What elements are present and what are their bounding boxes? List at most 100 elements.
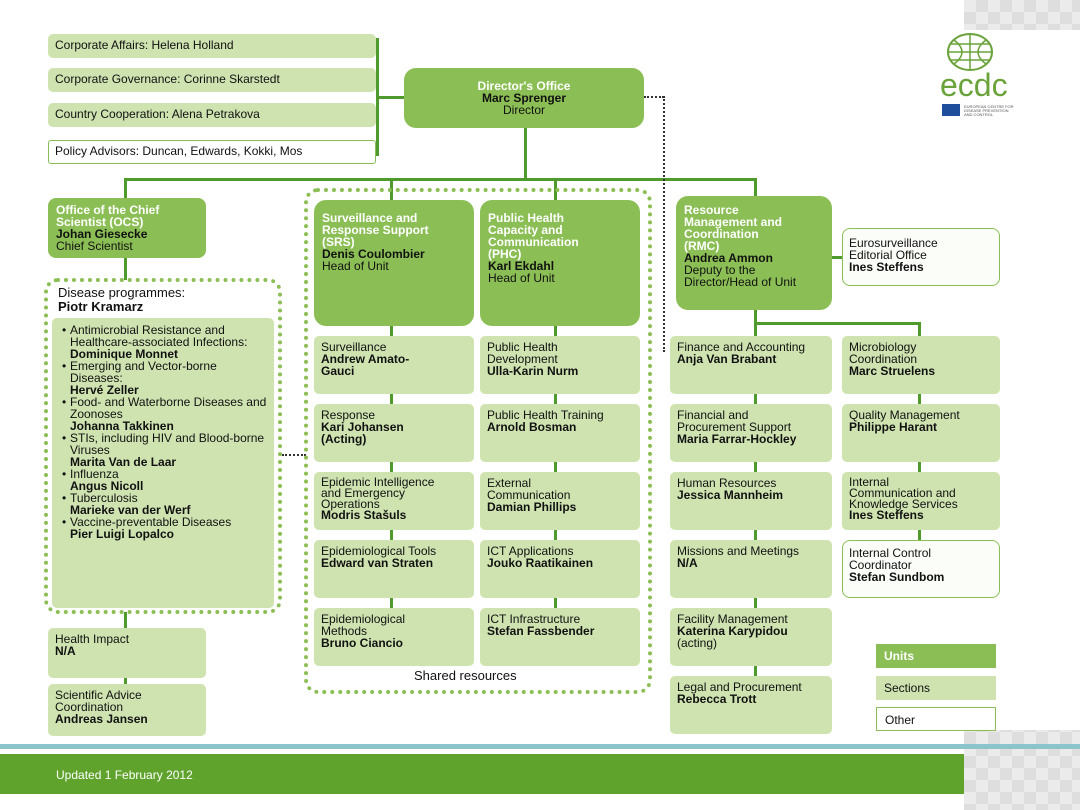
connector bbox=[124, 178, 756, 181]
section-head: Rebecca Trott bbox=[677, 692, 757, 706]
unit-title: Director's Office bbox=[477, 79, 571, 93]
programme-item: STIs, including HIV and Blood-borne Viru… bbox=[62, 432, 268, 469]
section-human-resources: Human Resources Jessica Mannheim bbox=[670, 472, 832, 530]
section-ph-development: Public Health Development Ulla-Karin Nur… bbox=[480, 336, 640, 394]
unit-title: Communication bbox=[488, 235, 579, 249]
internal-control-coordinator: Internal Control Coordinator Stefan Sund… bbox=[842, 540, 1000, 598]
unit-title: Capacity and bbox=[488, 223, 563, 237]
connector bbox=[376, 96, 406, 99]
section-legal-procurement: Legal and Procurement Rebecca Trott bbox=[670, 676, 832, 734]
section-label: Epidemiological Tools bbox=[321, 544, 437, 558]
connector bbox=[830, 256, 844, 259]
logo-subtitle: EUROPEAN CENTRE FOR bbox=[964, 104, 1014, 109]
connector bbox=[754, 322, 920, 325]
section-head: Ines Steffens bbox=[849, 508, 924, 522]
dotted-connector bbox=[282, 454, 306, 456]
section-label: Missions and Meetings bbox=[677, 544, 800, 558]
ecdc-logo: ecdc EUROPEAN CENTRE FOR DISEASE PREVENT… bbox=[938, 32, 1048, 126]
footer-text: Updated 1 February 2012 bbox=[56, 768, 193, 782]
section-head: Arnold Bosman bbox=[487, 420, 577, 434]
section-head: Anja Van Brabant bbox=[677, 352, 777, 366]
section-head: Modris Stašuls bbox=[321, 508, 407, 522]
dotted-connector bbox=[663, 96, 665, 352]
disease-programmes-title: Disease programmes: bbox=[58, 285, 186, 300]
section-head: Gauci bbox=[321, 364, 355, 378]
section-head: Bruno Ciancio bbox=[321, 636, 404, 650]
policy-advisors: Policy Advisors: Duncan, Edwards, Kokki,… bbox=[48, 140, 376, 164]
section-label: Coordination bbox=[849, 352, 918, 366]
section-label: Public Health bbox=[487, 340, 558, 354]
section-missions-meetings: Missions and Meetings N/A bbox=[670, 540, 832, 598]
section-label: External bbox=[487, 476, 532, 490]
disease-programmes-border bbox=[44, 278, 282, 614]
section-internal-communication: Internal Communication and Knowledge Ser… bbox=[842, 472, 1000, 530]
section-label: Epidemic Intelligence bbox=[321, 475, 435, 489]
unit-role: Director bbox=[502, 103, 545, 117]
section-financial-procurement: Financial and Procurement Support Maria … bbox=[670, 404, 832, 462]
section-head: Damian Phillips bbox=[487, 500, 577, 514]
section-label: Scientific Advice bbox=[55, 688, 142, 702]
section-label: and Emergency bbox=[321, 486, 406, 500]
programme-lead: Marieke van der Werf bbox=[70, 503, 191, 517]
programme-lead: Marita Van de Laar bbox=[70, 455, 177, 469]
connector bbox=[124, 178, 127, 200]
other-head: Ines Steffens bbox=[849, 260, 924, 274]
section-head: Kari Johansen bbox=[321, 420, 404, 434]
section-label: Finance and Accounting bbox=[677, 340, 806, 354]
section-label: Methods bbox=[321, 624, 368, 638]
section-label: Knowledge Services bbox=[849, 497, 958, 511]
section-head: Philippe Harant bbox=[849, 420, 938, 434]
section-head: Katerina Karypidou bbox=[677, 624, 788, 638]
section-ph-training: Public Health Training Arnold Bosman bbox=[480, 404, 640, 462]
programme-item: Emerging and Vector-borne Diseases:Hervé… bbox=[62, 359, 268, 396]
section-response: Response Kari Johansen (Acting) bbox=[314, 404, 474, 462]
other-label: Editorial Office bbox=[849, 248, 927, 262]
section-ict-applications: ICT Applications Jouko Raatikainen bbox=[480, 540, 640, 598]
section-head: N/A bbox=[55, 644, 76, 658]
unit-title: (RMC) bbox=[684, 239, 720, 253]
unit-role: Deputy to the bbox=[684, 263, 756, 277]
section-label: Financial and bbox=[677, 408, 749, 422]
section-label: Public Health Training bbox=[487, 408, 604, 422]
section-finance: Finance and Accounting Anja Van Brabant bbox=[670, 336, 832, 394]
disease-programmes-head: Piotr Kramarz bbox=[58, 299, 144, 314]
section-external-communication: External Communication Damian Phillips bbox=[480, 472, 640, 530]
unit-role: Chief Scientist bbox=[56, 239, 133, 253]
section-label: Procurement Support bbox=[677, 420, 792, 434]
section-label: Epidemiological bbox=[321, 612, 406, 626]
section-corporate-governance: Corporate Governance: Corinne Skarstedt bbox=[48, 68, 376, 92]
unit-head: Marc Sprenger bbox=[481, 91, 567, 105]
section-label: Communication and bbox=[849, 486, 956, 500]
section-head: Maria Farrar-Hockley bbox=[677, 432, 797, 446]
programme-lead: Dominique Monnet bbox=[70, 347, 178, 361]
programme-item: Food- and Waterborne Diseases and Zoonos… bbox=[62, 396, 268, 432]
section-label: Human Resources bbox=[677, 476, 777, 490]
legend-units: Units bbox=[876, 644, 996, 668]
section-surveillance: Surveillance Andrew Amato- Gauci bbox=[314, 336, 474, 394]
section-label: Communication bbox=[487, 488, 571, 502]
unit-title: Coordination bbox=[684, 227, 759, 241]
directors-office: Director's Office Marc Sprenger Director bbox=[404, 68, 644, 128]
connector bbox=[754, 178, 757, 198]
unit-head: Denis Coulombier bbox=[322, 247, 425, 261]
section-label: ICT Infrastructure bbox=[487, 612, 581, 626]
section-label: Microbiology bbox=[849, 340, 917, 354]
shared-resources-border bbox=[304, 188, 652, 694]
other-label: Eurosurveillance bbox=[849, 236, 938, 250]
section-corporate-affairs: Corporate Affairs: Helena Holland bbox=[48, 34, 376, 58]
unit-role: Head of Unit bbox=[322, 259, 389, 273]
shared-resources-label: Shared resources bbox=[414, 668, 517, 683]
unit-title: Resource bbox=[684, 203, 739, 217]
programme-label: Emerging and Vector-borne Diseases: bbox=[70, 359, 217, 385]
section-head: Stefan Fassbender bbox=[487, 624, 595, 638]
eurosurveillance-office: Eurosurveillance Editorial Office Ines S… bbox=[842, 228, 1000, 286]
section-label: Legal and Procurement bbox=[677, 680, 802, 694]
programme-label: Influenza bbox=[70, 467, 119, 481]
section-label: Coordination bbox=[55, 700, 124, 714]
section-facility-management: Facility Management Katerina Karypidou (… bbox=[670, 608, 832, 666]
other-head: Stefan Sundbom bbox=[849, 570, 945, 584]
section-head: Edward van Straten bbox=[321, 556, 434, 570]
